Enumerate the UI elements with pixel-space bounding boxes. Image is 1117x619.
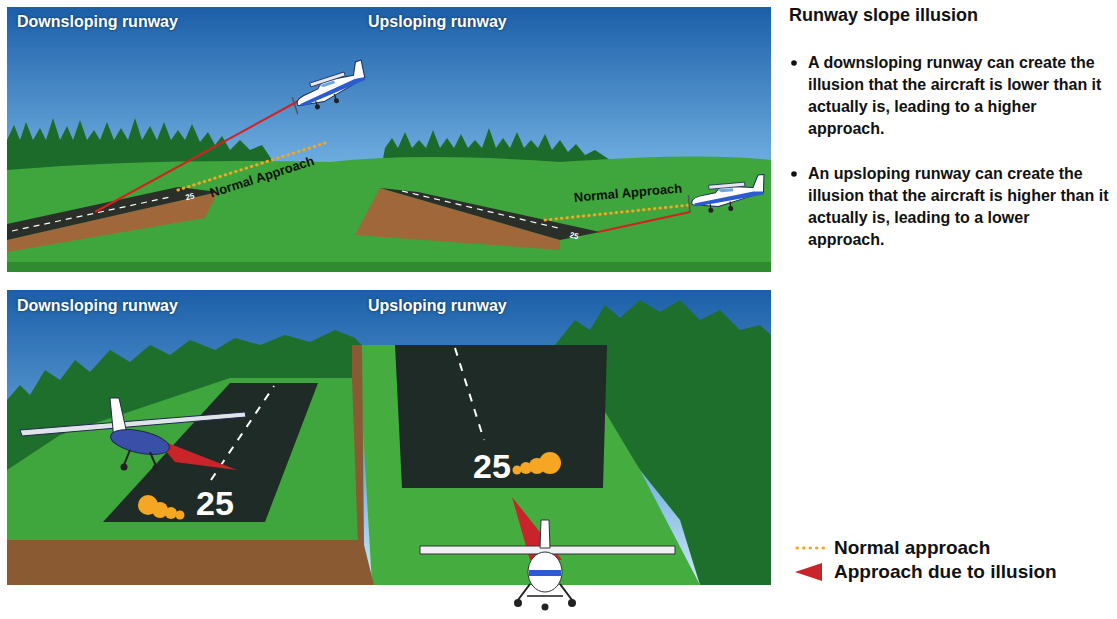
bullet-dot [791, 171, 797, 177]
runway-surface [380, 188, 600, 240]
panel-label: Upsloping runway [368, 296, 507, 315]
airplane [288, 60, 372, 116]
illusion-path [95, 100, 300, 212]
normal-path [513, 452, 562, 475]
earth-cliff [352, 345, 374, 585]
heading: Runway slope illusion [789, 5, 978, 27]
normal-path [545, 205, 690, 220]
legend-text: Approach due to illusion [834, 561, 1057, 584]
airplane [687, 174, 767, 214]
sky [7, 290, 771, 585]
earth-cliff [7, 540, 372, 585]
panel-label: Downsloping runway [17, 12, 178, 31]
raised-grass [352, 345, 700, 585]
bullet-text: An upsloping runway can create the illus… [808, 163, 1110, 251]
legend-dotted-line [797, 547, 826, 550]
grass-strip [7, 262, 771, 272]
runway-centerline [402, 191, 558, 228]
runway-centerline [455, 348, 484, 440]
bullet-dot [791, 60, 797, 66]
runway-surface [395, 345, 607, 488]
runway-surface [7, 187, 218, 240]
runway-number: 25 [185, 191, 196, 202]
grass [7, 378, 362, 545]
panel-label: Upsloping runway [368, 12, 507, 31]
grass [7, 156, 771, 272]
normal-path [138, 495, 185, 520]
sky [7, 7, 771, 272]
legend-arrow [795, 563, 822, 581]
airplane [20, 398, 246, 472]
runway-number: 25 [196, 483, 234, 524]
airplane [420, 520, 675, 611]
runway-number: 25 [473, 446, 511, 487]
bullet-text: A downsloping runway can create the illu… [808, 52, 1110, 140]
panel-label: Downsloping runway [17, 296, 178, 315]
legend-text: Normal approach [834, 537, 990, 560]
runway-centerline [12, 197, 170, 231]
illusion-path [598, 212, 690, 232]
